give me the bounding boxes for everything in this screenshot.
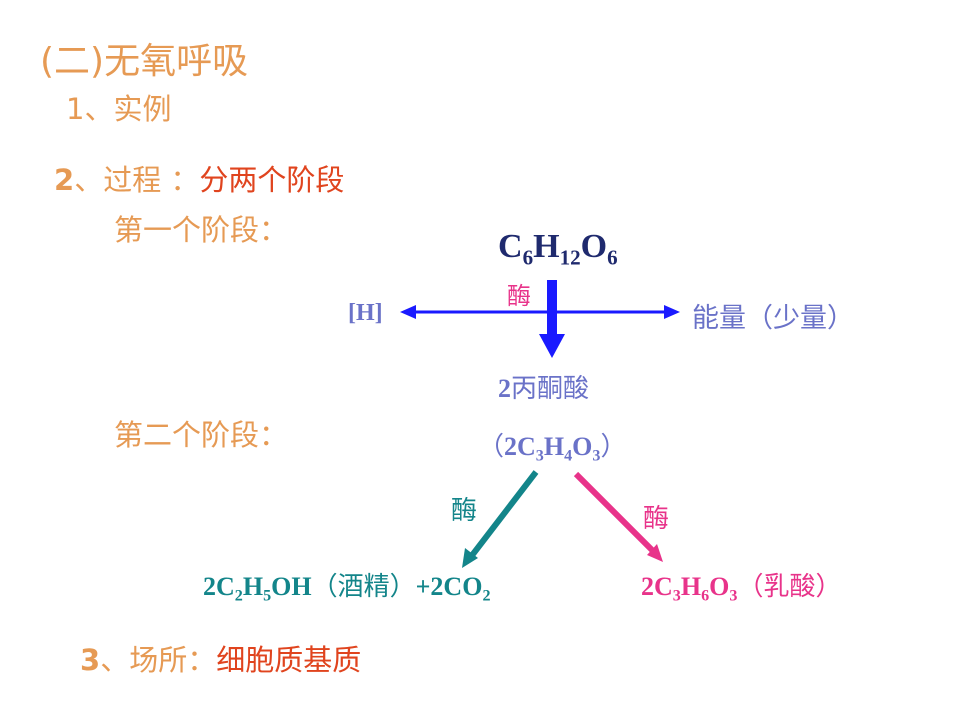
pyruvate-formula: （2C3H4O3）: [478, 426, 627, 465]
pyruvate-h-sub: 4: [564, 447, 573, 465]
vertical-arrow-shaft: [547, 280, 557, 336]
pyruvate-label: 丙酮酸: [511, 374, 590, 404]
lactic-o: O: [709, 572, 730, 601]
pyruvate-o: O: [572, 432, 593, 461]
vertical-arrow-head: [539, 334, 565, 358]
item-location-detail: 细胞质基质: [216, 643, 362, 677]
item-process: 2、过程 ：分两个阶段: [54, 157, 344, 199]
alcohol-arrow-head: [462, 548, 478, 568]
lactic-product: 2C3H6O3（乳酸）: [641, 566, 842, 605]
alcohol-product: 2C2H5OH（酒精）+2CO2: [203, 566, 491, 605]
stage-one-label: 第一个阶段：: [114, 213, 289, 247]
enzyme-label-lactic: 酶: [643, 504, 670, 534]
item-location-label: 、场所：: [100, 643, 217, 677]
glucose-o-sub: 6: [607, 245, 618, 270]
lactic-o-sub: 3: [729, 587, 738, 605]
glucose-c: C: [498, 228, 523, 265]
glucose-h: H: [533, 228, 560, 265]
enzyme-label-alcohol: 酶: [451, 496, 478, 526]
pyruvate-name: 2丙酮酸: [498, 368, 589, 405]
glucose-o: O: [580, 228, 608, 265]
item-location-number: 3: [80, 643, 101, 677]
pyruvate-h: H: [543, 432, 565, 461]
arrow-head-right: [664, 305, 680, 319]
enzyme-label-stage-one: 酶: [507, 282, 531, 310]
alcohol-name: （酒精）: [311, 572, 416, 602]
alcohol-oh: OH: [271, 572, 312, 601]
lactic-arrow-line: [573, 471, 658, 556]
alcohol-co2-sub: 2: [482, 587, 491, 605]
alcohol-h: H: [242, 572, 264, 601]
lactic-h-sub: 6: [701, 587, 710, 605]
item-process-label: 、过程 ：: [74, 163, 200, 197]
slide-title: (二)无氧呼吸: [40, 41, 249, 82]
item-process-number: 2: [54, 163, 75, 197]
pyruvate-paren-close: ）: [600, 432, 627, 462]
pyruvate-c: 2C: [504, 432, 536, 461]
stage-two-label: 第二个阶段：: [114, 418, 289, 452]
alcohol-c: 2C: [203, 572, 235, 601]
pyruvate-c-sub: 3: [535, 447, 544, 465]
alcohol-co2: +2CO: [415, 572, 483, 601]
arrow-head-left: [400, 305, 416, 319]
alcohol-h-sub: 5: [263, 587, 272, 605]
hydrogen-label: [H]: [348, 300, 383, 326]
glucose-c-sub: 6: [522, 245, 534, 270]
item-examples: 1、实例: [66, 92, 172, 126]
energy-label: 能量（少量）: [692, 303, 854, 334]
lactic-c-sub: 3: [672, 587, 681, 605]
lactic-name: （乳酸）: [737, 572, 842, 602]
glucose-formula: C6H12O6: [498, 228, 618, 270]
alcohol-arrow-line: [467, 470, 539, 560]
item-process-detail: 分两个阶段: [199, 163, 345, 197]
glucose-h-sub: 12: [559, 245, 581, 270]
pyruvate-count: 2: [498, 374, 511, 403]
item-location: 3、场所：细胞质基质: [80, 637, 361, 679]
alcohol-c-sub: 2: [234, 587, 243, 605]
lactic-c: 2C: [641, 572, 673, 601]
pyruvate-paren-open: （: [478, 432, 505, 462]
lactic-h: H: [680, 572, 702, 601]
lactic-arrow-head: [647, 544, 663, 562]
pyruvate-o-sub: 3: [592, 447, 601, 465]
